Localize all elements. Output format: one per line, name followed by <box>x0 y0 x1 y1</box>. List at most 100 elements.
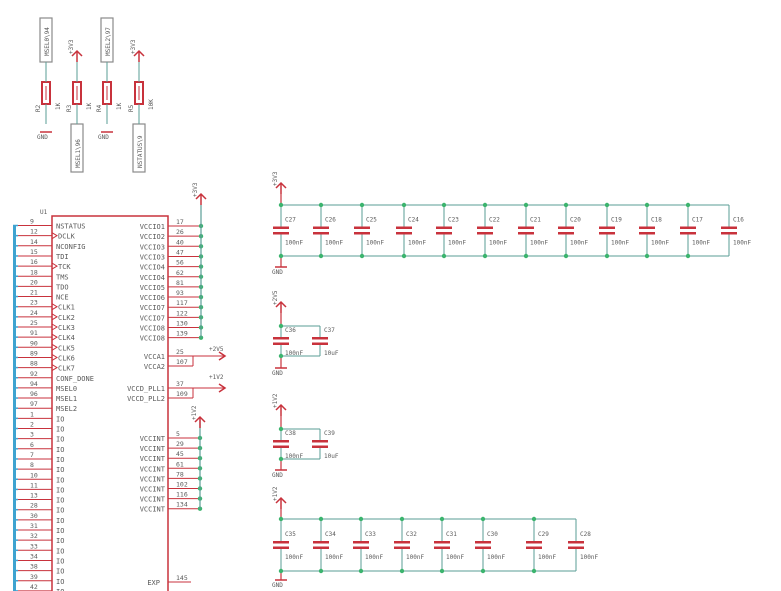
net-port: MSEL2\97 <box>100 17 114 63</box>
junction-dot <box>318 568 324 574</box>
pin-name: IO <box>56 486 64 494</box>
pin-name: VCCINT <box>140 496 166 504</box>
junction-dot <box>604 253 610 259</box>
pin-number: 38 <box>30 563 38 571</box>
cap-value: 100nF <box>365 554 383 561</box>
junction-dot <box>563 253 569 259</box>
pin-number: 109 <box>176 390 188 398</box>
junction-dot <box>278 323 284 329</box>
junction-dot <box>401 202 407 208</box>
junction-dot <box>482 202 488 208</box>
pin-number: 20 <box>30 278 38 286</box>
supply-symbol: +3V3 <box>192 182 207 205</box>
cap-refdes: C38 <box>285 430 296 437</box>
junction-dot <box>359 202 365 208</box>
supply-label: +3V3 <box>68 39 75 54</box>
resistor-value: 10K <box>148 99 155 110</box>
pin-name: CLK2 <box>58 314 75 322</box>
supply-label: +3V3 <box>192 182 199 197</box>
supply-arrow-icon <box>275 403 287 411</box>
fpga-pin-io: 3IO <box>13 431 64 444</box>
pin-number: 81 <box>176 279 184 287</box>
pin-number: 92 <box>30 370 38 378</box>
pin-name: IO <box>56 466 64 474</box>
cap-plate <box>436 232 452 235</box>
port-label: MSEL2\97 <box>105 27 112 56</box>
pin-name: NCONFIG <box>56 243 86 251</box>
ground-label: GND <box>272 472 283 479</box>
cap-plate <box>273 342 289 345</box>
cap-plate <box>434 546 450 549</box>
cap-plate <box>477 226 493 229</box>
pin-name: IO <box>56 415 64 423</box>
pin-number: 30 <box>30 512 38 520</box>
cap-value: 100nF <box>530 240 548 247</box>
pin-name: IO <box>56 547 64 555</box>
pin-name: VCCINT <box>140 465 166 473</box>
supply-symbol: +1V2 <box>272 486 287 509</box>
junction-dot <box>278 516 284 522</box>
cap-plate <box>558 226 574 229</box>
supply-arrow-icon <box>71 49 83 57</box>
pin-number: 45 <box>176 450 184 458</box>
pin-number: 56 <box>176 259 184 267</box>
pin-name: MSEL1 <box>56 395 77 403</box>
supply-arrow-icon <box>133 49 145 57</box>
fpga-symbol: U19NSTATUS12DCLK14NCONFIG15TDI16TCK18TMS… <box>13 182 227 591</box>
cap-plate <box>273 232 289 235</box>
supply-symbol: +1V2 <box>191 405 206 428</box>
pin-name: IO <box>56 517 64 525</box>
cap-value: 100nF <box>446 554 464 561</box>
junction-dot <box>685 202 691 208</box>
cap-value: 100nF <box>611 240 629 247</box>
cap-refdes: C26 <box>325 217 336 224</box>
cap-refdes: C39 <box>324 430 335 437</box>
cap-plate <box>436 226 452 229</box>
cap-plate <box>396 226 412 229</box>
cap-refdes: C19 <box>611 217 622 224</box>
supply-arrow-icon <box>275 496 287 504</box>
cap-plate <box>568 541 584 544</box>
junction-dot <box>358 516 364 522</box>
supply-label: +1V2 <box>191 405 198 420</box>
cap-refdes: C35 <box>285 531 296 538</box>
pin-number: 130 <box>176 320 188 328</box>
ground-symbol: GND <box>98 131 113 141</box>
cap-value: 100nF <box>580 554 598 561</box>
cap-plate <box>568 546 584 549</box>
junction-dot <box>480 516 486 522</box>
pin-name: VCCIO2 <box>140 233 165 241</box>
pin-name: IO <box>56 537 64 545</box>
pin-name: VCCA2 <box>144 363 165 371</box>
cap-plate <box>313 226 329 229</box>
pin-name: VCCIO7 <box>140 304 165 312</box>
cap-value: 100nF <box>325 554 343 561</box>
junction-dot <box>563 202 569 208</box>
pin-name: IO <box>56 507 64 515</box>
junction-dot <box>523 202 529 208</box>
resistor-refdes: R4 <box>96 104 103 112</box>
clock-marker-icon <box>51 364 58 372</box>
cap-refdes: C18 <box>651 217 662 224</box>
pin-number: 25 <box>176 348 184 356</box>
cap-plate <box>526 546 542 549</box>
cap-plate <box>526 541 542 544</box>
cap-plate <box>599 226 615 229</box>
